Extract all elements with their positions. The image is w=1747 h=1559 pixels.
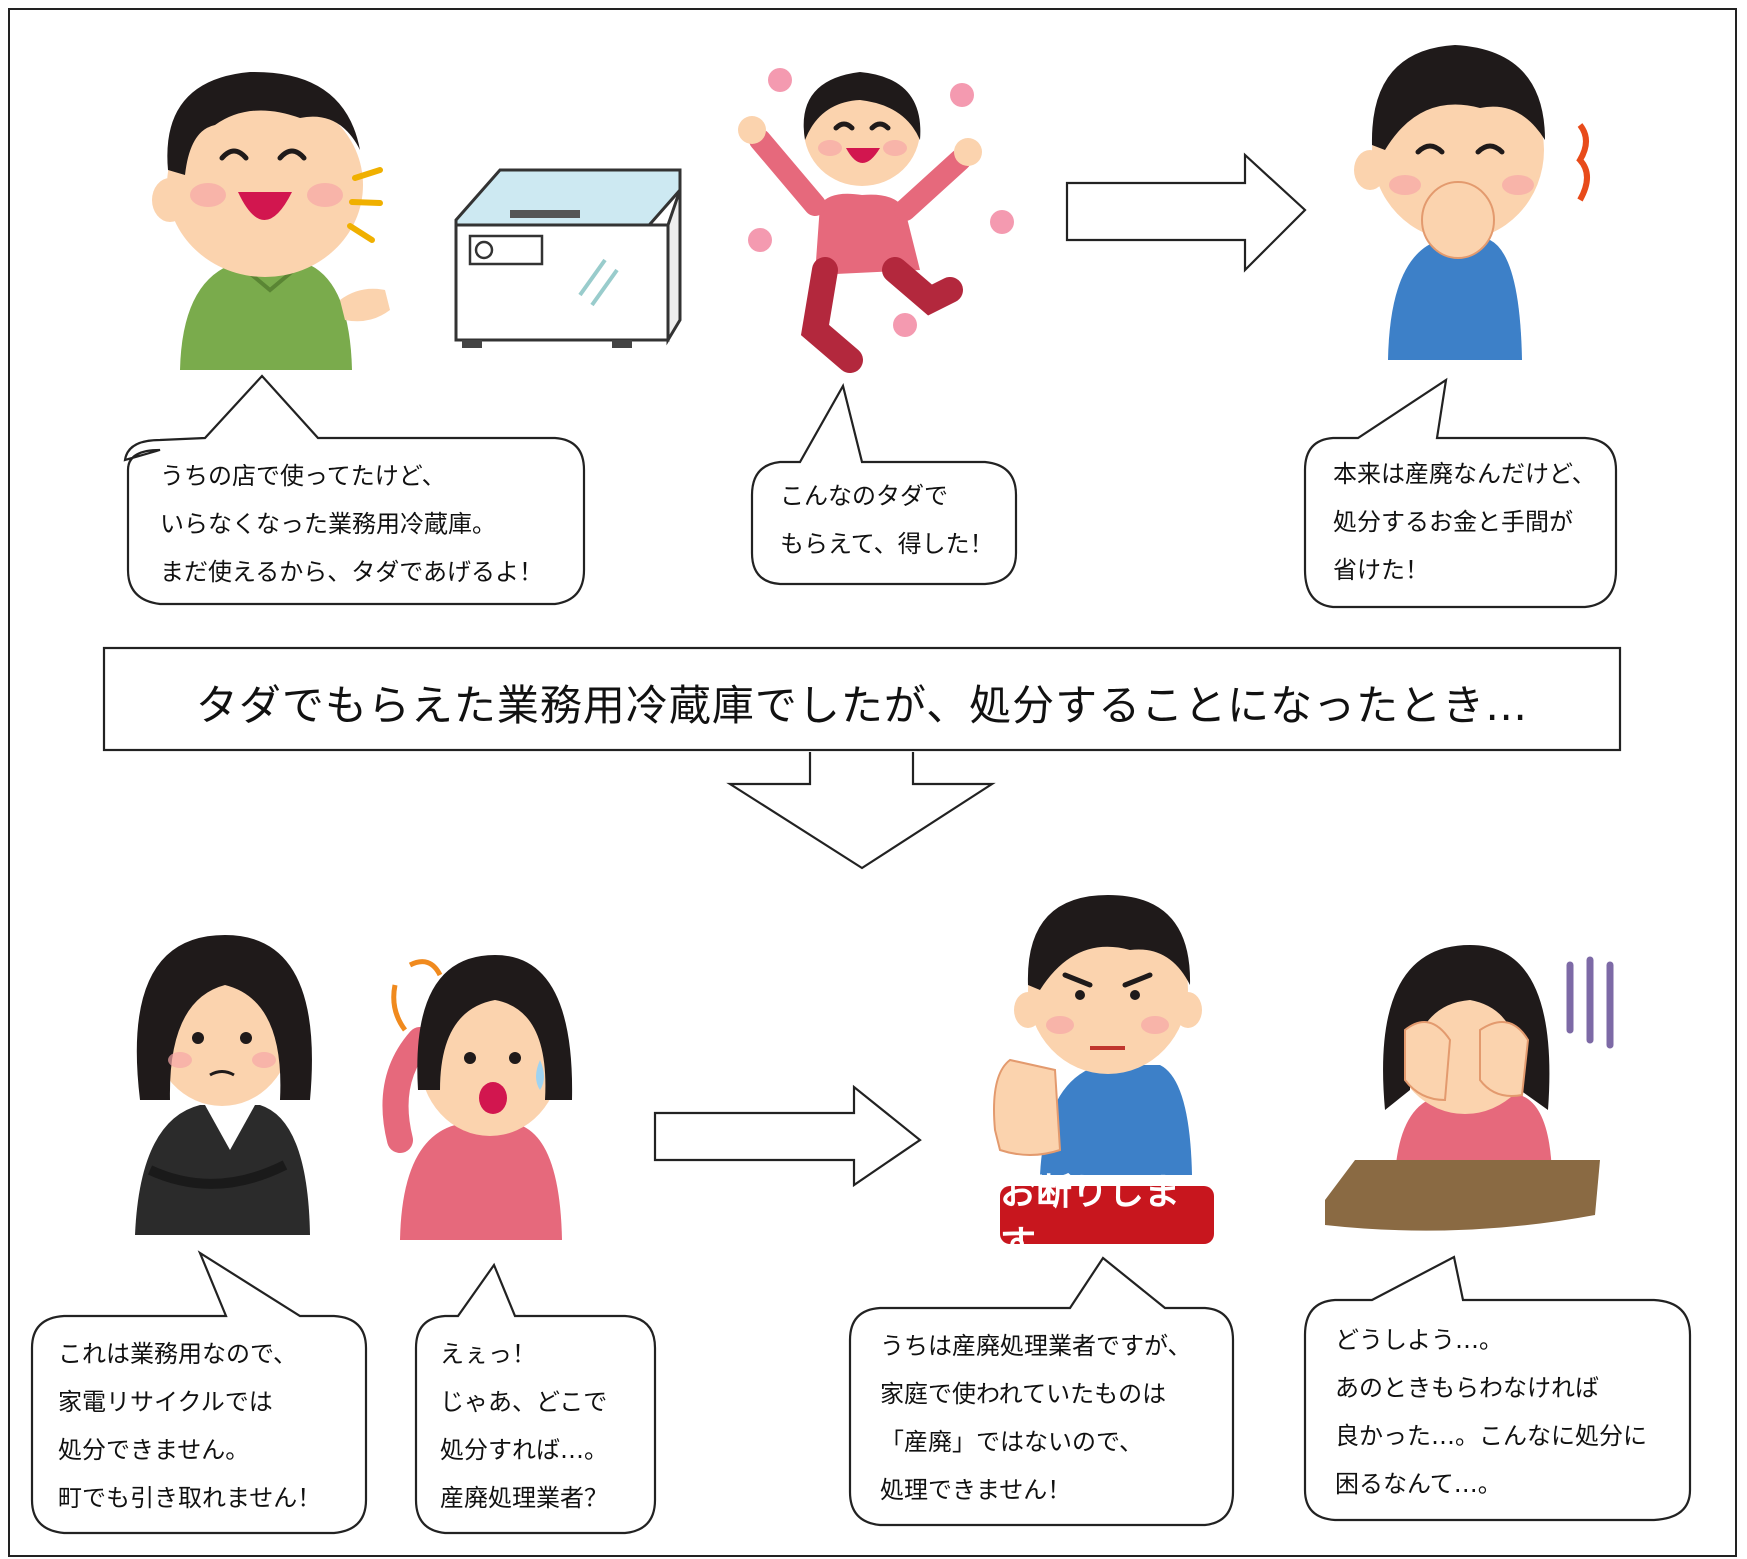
bubble-text-waste-company: うちは産廃処理業者ですが、 家庭で使われていたものは 「産廃」ではないので、 処…: [880, 1332, 1192, 1504]
woman-happy-illustration: [738, 68, 1014, 373]
right-arrow-bottom: [653, 1084, 922, 1188]
bubble-text-man-relieved: 本来は産廃なんだけど、 処分するお金と手間が 省けた！: [1333, 460, 1596, 584]
commercial-freezer-illustration: [454, 168, 682, 348]
speech-bubble-shop-owner: [123, 374, 586, 606]
speech-bubble-town-staff: [30, 1250, 368, 1535]
waste-company-illustration: [993, 895, 1202, 1175]
bubble-text-shop-owner: うちの店で使ってたけど、 いらなくなった業務用冷蔵庫。 まだ使えるから、タダであ…: [160, 462, 544, 586]
banner-box: [102, 646, 1622, 752]
bubble-text-town-staff: これは業務用なので、 家電リサイクルでは 処分できません。 町でも引き取れません…: [58, 1340, 322, 1512]
right-arrow-top: [1065, 152, 1307, 273]
bubble-text-woman-happy: こんなのタダで もらえて、得した！: [780, 482, 994, 558]
banner-title: タダでもらえた業務用冷蔵庫でしたが、処分することになったとき…: [195, 680, 1529, 730]
refusal-stamp: [1000, 1186, 1214, 1244]
speech-bubble-woman-surprised: [414, 1262, 657, 1535]
down-arrow: [726, 752, 996, 870]
bubble-text-woman-surprised: えぇっ！ じゃあ、どこで 処分すれば…。 産廃処理業者？: [440, 1340, 608, 1512]
woman-troubled-illustration: [1325, 945, 1614, 1231]
speech-bubble-waste-company: [848, 1256, 1235, 1527]
figure-frame: [8, 8, 1737, 1557]
town-staff-illustration: [135, 935, 312, 1235]
woman-surprised-illustration: [382, 955, 573, 1240]
speech-bubble-man-relieved: [1303, 377, 1618, 609]
man-relieved-illustration: [1354, 45, 1590, 360]
speech-bubble-woman-troubled: [1303, 1255, 1692, 1522]
shop-owner-illustration: [152, 71, 390, 370]
refusal-stamp-label: お断りします: [1000, 1172, 1181, 1265]
speech-bubble-woman-happy: [750, 383, 1018, 586]
bubble-text-woman-troubled: どうしよう…。 あのときもらわなければ 良かった…。こんなに処分に 困るなんて……: [1335, 1326, 1647, 1498]
